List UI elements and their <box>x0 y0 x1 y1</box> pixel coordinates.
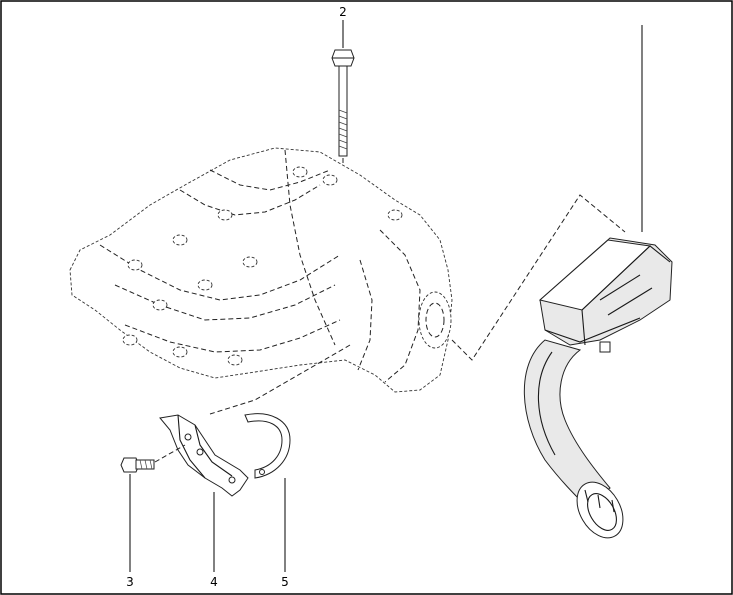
intake-manifold <box>69 147 453 393</box>
callout-3: 3 <box>126 575 134 589</box>
air-intake-duct <box>523 25 673 539</box>
short-bolt <box>120 444 186 572</box>
retaining-clip <box>244 413 291 572</box>
callout-2: 2 <box>339 5 347 19</box>
assembly-line-bracket <box>209 344 351 415</box>
callout-4: 4 <box>210 575 218 589</box>
callout-5: 5 <box>281 575 289 589</box>
support-bracket <box>159 414 249 572</box>
